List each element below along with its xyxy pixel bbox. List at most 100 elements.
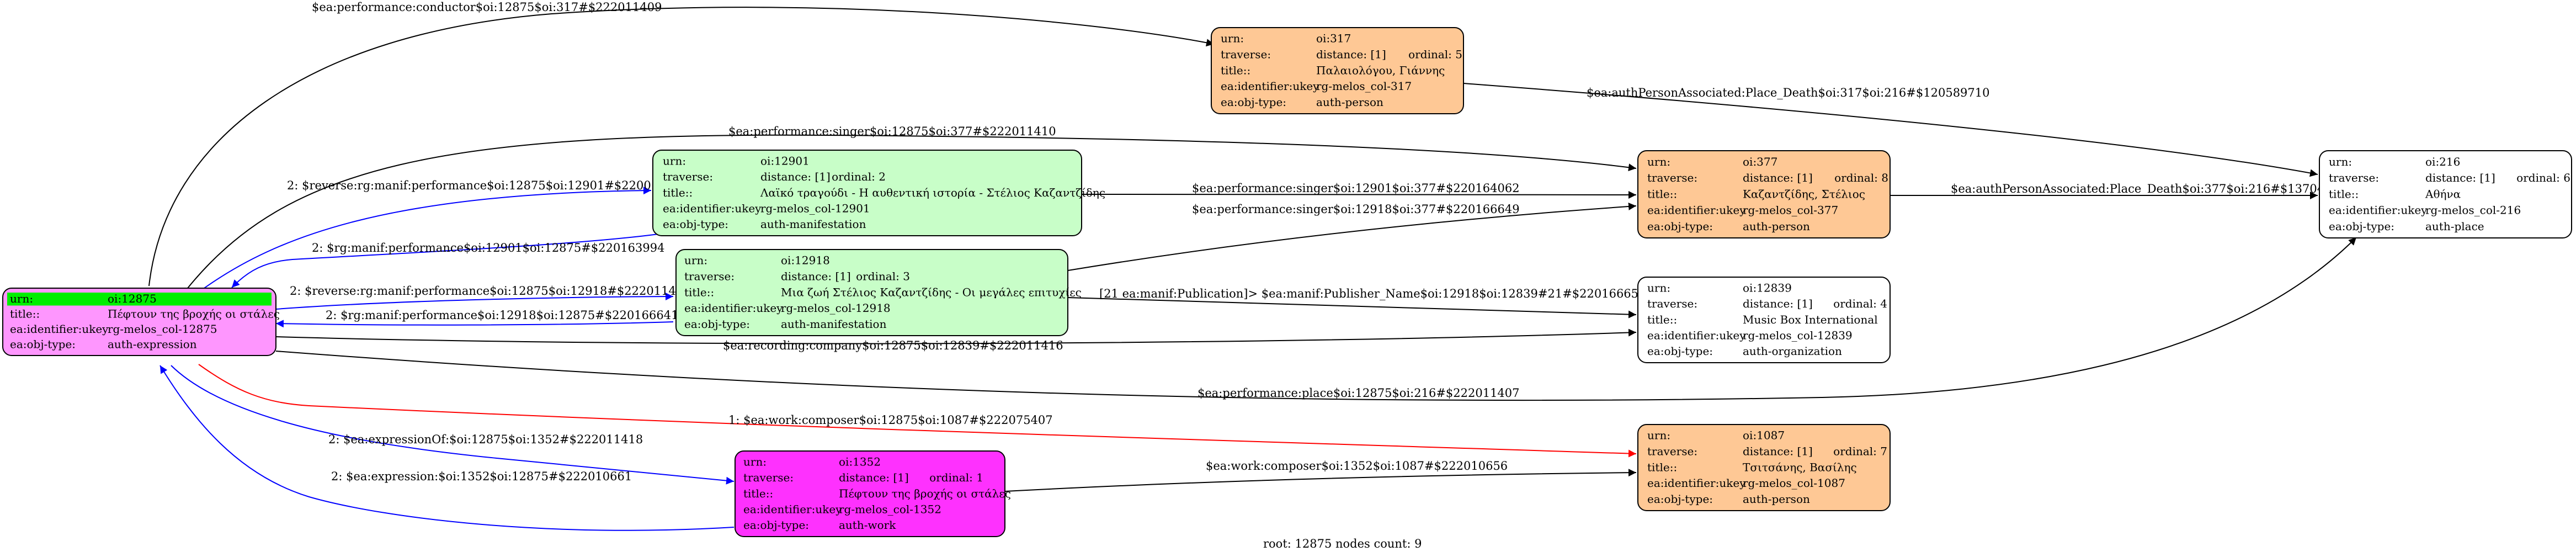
node-field-value: distance: [1] bbox=[1316, 48, 1386, 61]
node-field-ordinal: ordinal: 8 bbox=[1834, 171, 1888, 184]
node-field-value: oi:317 bbox=[1316, 32, 1351, 45]
edge-label: 2: $reverse:rg:manif:performance$oi:1287… bbox=[290, 284, 691, 298]
node-field-key: ea:identifier:ukey bbox=[1647, 328, 1746, 342]
edge-line bbox=[231, 231, 674, 288]
node-oi-216[interactable]: urn: oi:216 traverse: distance: [1] ordinal:… bbox=[2319, 150, 2572, 238]
edge-performance-conductor: $ea:performance:conductor$oi:12875$oi:31… bbox=[148, 1, 1215, 287]
node-field-value: Τσιτσάνης, Βασίλης bbox=[1743, 460, 1857, 474]
node-field-value: auth-person bbox=[1316, 96, 1383, 109]
node-field-key: urn: bbox=[663, 155, 686, 168]
node-field-value: auth-person bbox=[1743, 220, 1810, 233]
node-field-value: Λαϊκό τραγούδι - Η αυθεντική ιστορία - Σ… bbox=[760, 186, 1105, 199]
edge-line bbox=[275, 293, 674, 310]
edge-work-composer-12875: 1: $ea:work:composer$oi:12875$oi:1087#$2… bbox=[198, 364, 1637, 458]
node-field-value: rg-melos_col-12901 bbox=[760, 201, 870, 215]
node-field-ordinal: ordinal: 2 bbox=[832, 170, 886, 183]
edge-label: 1: $ea:work:composer$oi:12875$oi:1087#$2… bbox=[728, 413, 1053, 427]
node-box bbox=[1637, 150, 1891, 238]
node-field-key: title:: bbox=[743, 487, 773, 500]
node-field-value: auth-work bbox=[839, 518, 896, 532]
edge-label: 2: $rg:manif:performance$oi:12901$oi:128… bbox=[312, 241, 664, 254]
edge-line bbox=[1067, 202, 1637, 271]
node-field-value: rg-melos_col-377 bbox=[1743, 204, 1838, 217]
edge-work-composer-1352: $ea:work:composer$oi:1352$oi:1087#$22201… bbox=[1005, 459, 1637, 492]
node-field-key: ea:obj-type: bbox=[663, 218, 728, 231]
edge-manif-performance-12901: 2: $rg:manif:performance$oi:12901$oi:128… bbox=[231, 231, 674, 288]
node-field-value: auth-manifestation bbox=[760, 218, 866, 231]
node-box bbox=[735, 450, 1005, 537]
node-field-key: traverse: bbox=[2329, 171, 2379, 184]
node-field-value: distance: [1] bbox=[2425, 171, 2495, 184]
node-box bbox=[652, 150, 1082, 236]
node-field-value: auth-place bbox=[2425, 220, 2484, 233]
node-field-key: ea:obj-type: bbox=[1647, 220, 1713, 233]
edge-line bbox=[275, 320, 674, 328]
edge-label: [21 ea:manif:Publication]> $ea:manif:Pub… bbox=[1099, 287, 1646, 300]
edge-expression: 2: $ea:expression:$oi:1352$oi:12875#$222… bbox=[159, 365, 735, 531]
node-field-value: distance: [1] bbox=[1743, 445, 1813, 458]
node-field-value: oi:12875 bbox=[108, 292, 157, 305]
node-field-value: oi:1352 bbox=[839, 455, 881, 469]
node-field-value: oi:377 bbox=[1743, 155, 1777, 168]
node-field-key: traverse: bbox=[684, 270, 735, 283]
node-field-key: urn: bbox=[743, 455, 767, 469]
edge-label: $ea:performance:conductor$oi:12875$oi:31… bbox=[312, 1, 662, 14]
node-field-value: Music Box International bbox=[1743, 313, 1878, 326]
edge-recording-company: $ea:recording:company$oi:12875$oi:12839#… bbox=[275, 328, 1637, 352]
edge-manif-performance-12918: 2: $rg:manif:performance$oi:12918$oi:128… bbox=[275, 309, 678, 328]
node-field-key: title:: bbox=[10, 307, 40, 320]
node-field-key: traverse: bbox=[1221, 48, 1271, 61]
edge-line bbox=[1067, 297, 1637, 319]
node-field-key: title:: bbox=[1647, 313, 1677, 326]
edge-performance-singer-12875: $ea:performance:singer$oi:12875$oi:377#$… bbox=[187, 125, 1637, 289]
node-box bbox=[1211, 27, 1464, 114]
node-field-key: title:: bbox=[684, 285, 714, 299]
edge-label: $ea:performance:singer$oi:12901$oi:377#$… bbox=[1192, 182, 1520, 195]
node-field-key: ea:obj-type: bbox=[743, 518, 809, 532]
edge-manif-publisher: [21 ea:manif:Publication]> $ea:manif:Pub… bbox=[1067, 287, 1646, 319]
node-field-value: rg-melos_col-1352 bbox=[839, 502, 941, 516]
node-field-value: rg-melos_col-12918 bbox=[781, 301, 891, 315]
node-field-value: oi:216 bbox=[2425, 155, 2460, 168]
node-field-value: distance: [1] bbox=[760, 170, 831, 183]
node-box bbox=[1637, 277, 1891, 363]
node-field-key: ea:obj-type: bbox=[2329, 220, 2394, 233]
node-field-ordinal: ordinal: 6 bbox=[2516, 171, 2570, 184]
node-field-key: ea:identifier:ukey bbox=[663, 201, 762, 215]
node-field-value: oi:12918 bbox=[781, 254, 830, 267]
edge-place-death-317: $ea:authPersonAssociated:Place_Death$oi:… bbox=[1463, 83, 2318, 177]
edge-performance-singer-12901: $ea:performance:singer$oi:12901$oi:377#$… bbox=[1081, 182, 1637, 199]
node-field-key: ea:obj-type: bbox=[1647, 492, 1713, 506]
node-field-value: Πέφτουν της βροχής οι στάλες bbox=[108, 307, 280, 320]
node-field-value: distance: [1] bbox=[1743, 171, 1813, 184]
edge-label: $ea:authPersonAssociated:Place_Death$oi:… bbox=[1587, 86, 1990, 99]
node-field-value: rg-melos_col-216 bbox=[2425, 204, 2521, 217]
node-field-key: ea:identifier:ukey bbox=[743, 502, 842, 516]
node-box bbox=[675, 249, 1068, 336]
node-field-key: ea:identifier:ukey bbox=[10, 322, 109, 336]
node-field-ordinal: ordinal: 1 bbox=[929, 471, 983, 484]
edge-reverse-manif-12901: 2: $reverse:rg:manif:performance$oi:1287… bbox=[204, 179, 688, 289]
edge-line bbox=[275, 237, 2357, 401]
node-field-ordinal: ordinal: 3 bbox=[856, 270, 910, 283]
node-field-key: title:: bbox=[663, 186, 693, 199]
edge-expression-of: 2: $ea:expressionOf:$oi:12875$oi:1352#$2… bbox=[171, 365, 735, 485]
node-field-value: auth-manifestation bbox=[781, 317, 887, 331]
node-field-key: urn: bbox=[2329, 155, 2352, 168]
node-field-value: rg-melos_col-12875 bbox=[108, 322, 217, 336]
node-box bbox=[1637, 424, 1891, 511]
node-field-key: urn: bbox=[1647, 282, 1670, 295]
node-field-ordinal: ordinal: 4 bbox=[1833, 297, 1887, 310]
node-field-key: traverse: bbox=[743, 471, 794, 484]
node-field-key: ea:identifier:ukey bbox=[1221, 79, 1319, 93]
node-field-key: title:: bbox=[1221, 63, 1250, 77]
